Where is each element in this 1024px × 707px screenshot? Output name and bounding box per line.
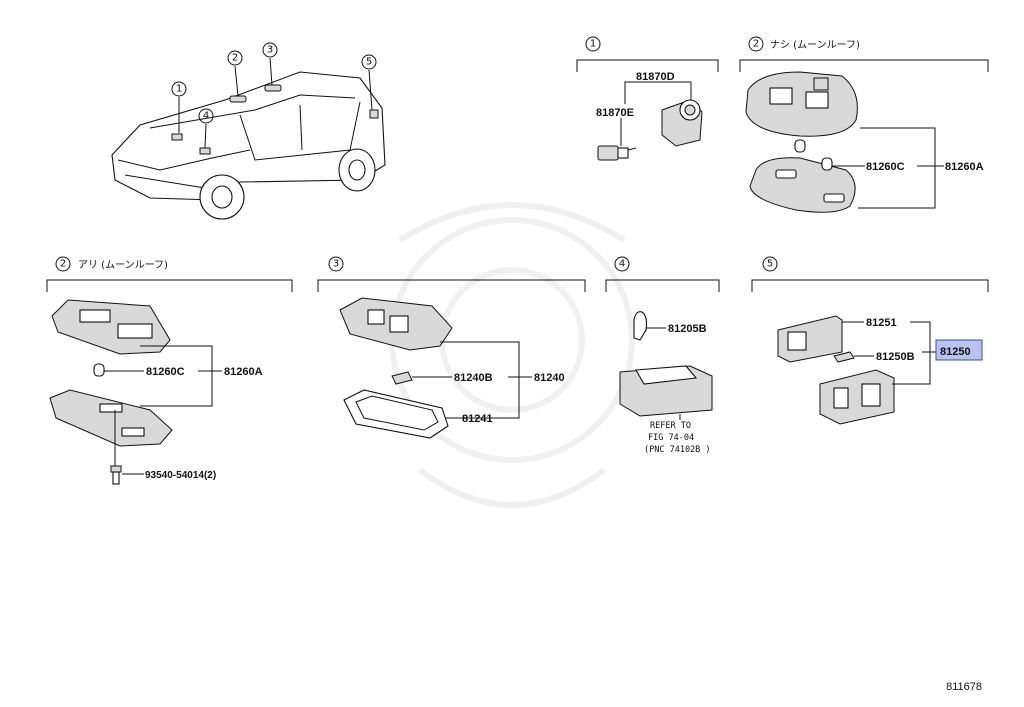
- part-81870D-drawing: [661, 99, 703, 147]
- wedge-bulb-drawing: [633, 311, 648, 341]
- svg-text:2: 2: [753, 39, 759, 50]
- section-2b-title: アリ (ムーンルーフ): [78, 259, 168, 271]
- dome-lamp-housing-drawing: [339, 297, 453, 351]
- section-4: 4 81205B REFER TO FIG 74-04 (PNC 74102B …: [605, 256, 720, 455]
- section-5-number: 5: [762, 256, 778, 272]
- refer-line-3: (PNC 74102B ): [644, 445, 711, 455]
- label-81260A-b: 81260A: [224, 366, 263, 378]
- lamp-bulb-drawing: [833, 351, 855, 363]
- section-5: 5 81251 81250B 81250: [751, 256, 989, 425]
- svg-text:5: 5: [366, 57, 372, 68]
- dome-lamp-cover-drawing: [343, 389, 449, 439]
- svg-text:4: 4: [619, 259, 625, 270]
- section-4-number: 4: [614, 256, 630, 272]
- label-81240: 81240: [534, 372, 565, 384]
- label-93540-54014: 93540-54014(2): [145, 470, 216, 481]
- label-81260C-a: 81260C: [866, 161, 905, 173]
- screw-drawing: [110, 465, 122, 485]
- section-2a-title: ナシ (ムーンルーフ): [770, 39, 860, 51]
- svg-text:2: 2: [232, 53, 238, 64]
- label-81241: 81241: [462, 413, 493, 425]
- section-2-with-moonroof: 2 アリ (ムーンルーフ) 81260C 81260A 93540-54014(…: [46, 256, 293, 485]
- console-box-drawing: [619, 365, 713, 417]
- svg-text:4: 4: [203, 111, 209, 122]
- svg-text:3: 3: [333, 259, 339, 270]
- lamp-lens-drawing: [777, 315, 843, 363]
- label-81260A-a: 81260A: [945, 161, 984, 173]
- svg-text:1: 1: [590, 39, 596, 50]
- label-81205B: 81205B: [668, 323, 707, 335]
- label-81250[interactable]: 81250: [940, 346, 971, 358]
- svg-text:5: 5: [767, 259, 773, 270]
- moonroof-lamp-cover-drawing: [49, 389, 173, 447]
- highlighted-part-81250[interactable]: 81250: [935, 339, 983, 361]
- section-3: 3 81240B 81240 81241: [317, 256, 586, 439]
- label-81260C-b: 81260C: [146, 366, 185, 378]
- svg-text:3: 3: [267, 45, 273, 56]
- section-3-number: 3: [328, 256, 344, 272]
- label-81251: 81251: [866, 317, 897, 329]
- section-2-no-moonroof: 2 ナシ (ムーンルーフ) 81260C 81260A: [739, 36, 989, 213]
- car-callout-1: 1: [171, 81, 187, 97]
- label-81870E: 81870E: [596, 107, 634, 119]
- map-lamp-cover-drawing: [749, 157, 856, 213]
- section-2a-number: 2: [748, 36, 764, 52]
- label-81250B: 81250B: [876, 351, 915, 363]
- svg-text:2: 2: [60, 259, 66, 270]
- refer-line-1: REFER TO: [650, 421, 691, 431]
- illustration-code: 811678: [946, 681, 982, 693]
- vehicle-overview: [111, 57, 386, 220]
- car-callout-2: 2: [227, 50, 243, 66]
- lamp-housing-drawing: [819, 369, 895, 425]
- watermark-emblem: [389, 202, 635, 508]
- car-callout-5: 5: [361, 54, 377, 70]
- section-2b-number: 2: [55, 256, 71, 272]
- car-callout-4: 4: [198, 108, 214, 124]
- map-lamp-housing-drawing: [745, 71, 858, 137]
- section-1-number: 1: [585, 36, 601, 52]
- label-81870D: 81870D: [636, 71, 675, 83]
- svg-text:1: 1: [176, 84, 182, 95]
- car-callout-3: 3: [262, 42, 278, 58]
- label-81240B: 81240B: [454, 372, 493, 384]
- refer-line-2: FIG 74-04: [648, 433, 694, 443]
- section-1: 1 81870D 81870E: [576, 36, 719, 161]
- part-81870E-drawing: [597, 145, 637, 161]
- dome-lamp-bulb-drawing: [391, 371, 413, 385]
